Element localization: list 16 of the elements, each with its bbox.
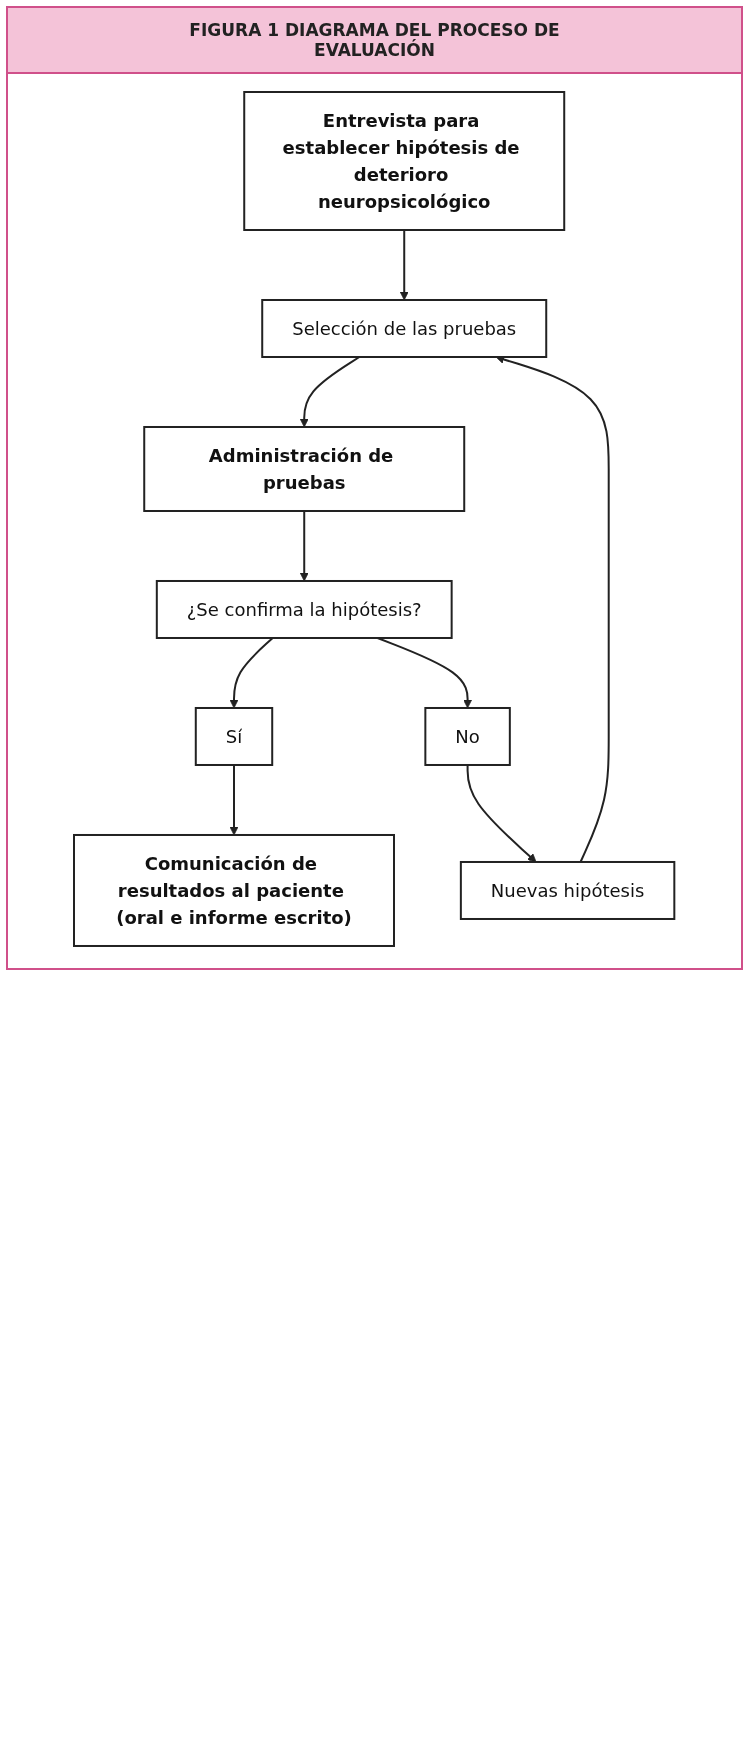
arrow (376, 637, 473, 709)
node-box: Administración de pruebas (143, 426, 466, 512)
node-box: No (424, 707, 512, 766)
node-box: Sí (195, 707, 274, 766)
figure-title: FIGURA 1 DIAGRAMA DEL PROCESO DE EVALUACIÓN (8, 8, 741, 74)
node-box: Comunicación de resultados al paciente (oral e informe escrito) (73, 834, 396, 947)
arrow (400, 229, 409, 301)
arrow (229, 764, 239, 836)
arrow (300, 510, 309, 582)
node-box: Nuevas hipótesis (460, 861, 676, 920)
node-box: Selección de las pruebas (261, 299, 548, 358)
node-box: ¿Se confirma la hipótesis? (156, 580, 453, 639)
node-box: Entrevista para establecer hipótesis de deterioro neuropsicológico (243, 91, 566, 231)
arrow (300, 356, 361, 428)
arrow (466, 764, 537, 863)
arrow (229, 637, 275, 709)
